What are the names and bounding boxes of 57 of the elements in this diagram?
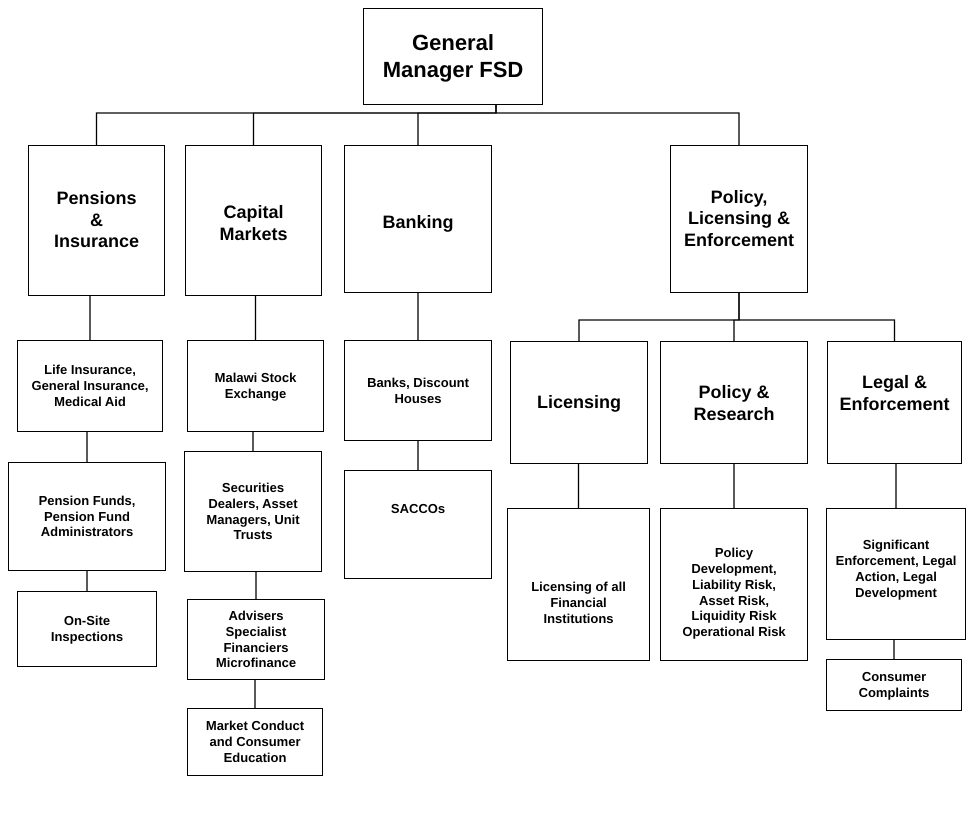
org-box: [826, 659, 962, 711]
box-label: Policy & Research: [692, 382, 776, 426]
box-label: Licensing of all Financial Institutions: [530, 579, 627, 627]
box-label: Consumer Complaints: [858, 669, 930, 701]
org-box: [8, 462, 166, 571]
connector-line: [86, 432, 88, 462]
org-box: [363, 8, 543, 105]
org-box: [507, 508, 650, 661]
org-box: [660, 341, 808, 464]
box-label: General Manager FSD: [382, 30, 524, 83]
box-label: Malawi Stock Exchange: [214, 370, 298, 402]
box-label: Securities Dealers, Asset Managers, Unit Trusts: [205, 480, 301, 544]
connector-line: [89, 296, 91, 340]
box-label: Significant Enforcement, Legal Action, Legal Development: [834, 537, 958, 600]
org-box: [187, 340, 324, 432]
box-label: Legal & Enforcement: [838, 372, 951, 416]
org-box: [344, 470, 492, 579]
box-label: Licensing: [536, 392, 621, 414]
org-box: [660, 508, 808, 661]
box-label: Market Conduct and Consumer Education: [204, 718, 306, 766]
connector-line: [733, 464, 735, 508]
box-label: Pension Funds, Pension Fund Administrators: [38, 492, 136, 540]
box-label: Capital Markets: [218, 202, 289, 246]
connector-line: [578, 464, 580, 508]
connector-line: [254, 296, 256, 340]
org-box: [187, 708, 323, 776]
box-label: SACCOs: [390, 501, 446, 517]
connector-line: [495, 105, 740, 145]
org-box: [827, 341, 962, 464]
org-box: [184, 451, 322, 572]
connector-line: [254, 680, 256, 708]
box-label: Pensions & Insurance: [52, 188, 140, 253]
org-box: [670, 145, 808, 293]
org-box: [17, 591, 157, 667]
org-box: [17, 340, 163, 432]
org-box: [510, 341, 648, 464]
connector-line: [417, 293, 419, 340]
box-label: Advisers Specialist Financiers Microfinance: [214, 608, 298, 672]
org-box: [187, 599, 325, 680]
connector-line: [86, 571, 88, 591]
box-label: Banks, Discount Houses: [366, 374, 470, 406]
connector-line: [255, 572, 257, 599]
org-box: [344, 340, 492, 441]
connector-line: [895, 464, 897, 508]
connector-line: [252, 432, 254, 451]
connector-line: [417, 441, 419, 470]
org-box: [28, 145, 165, 296]
box-label: On-Site Inspections: [50, 613, 124, 645]
org-box: [344, 145, 492, 293]
box-label: Life Insurance, General Insurance, Medical Aid: [30, 362, 150, 410]
org-box: [185, 145, 322, 296]
connector-line: [738, 293, 896, 341]
connector-line: [893, 640, 895, 659]
box-label: Banking: [382, 212, 454, 234]
org-box: [826, 508, 966, 640]
box-label: Policy Development, Liability Risk, Asset Risk, Liquidity Risk Operational Risk: [681, 545, 787, 640]
box-label: Policy, Licensing & Enforcement: [682, 186, 796, 252]
